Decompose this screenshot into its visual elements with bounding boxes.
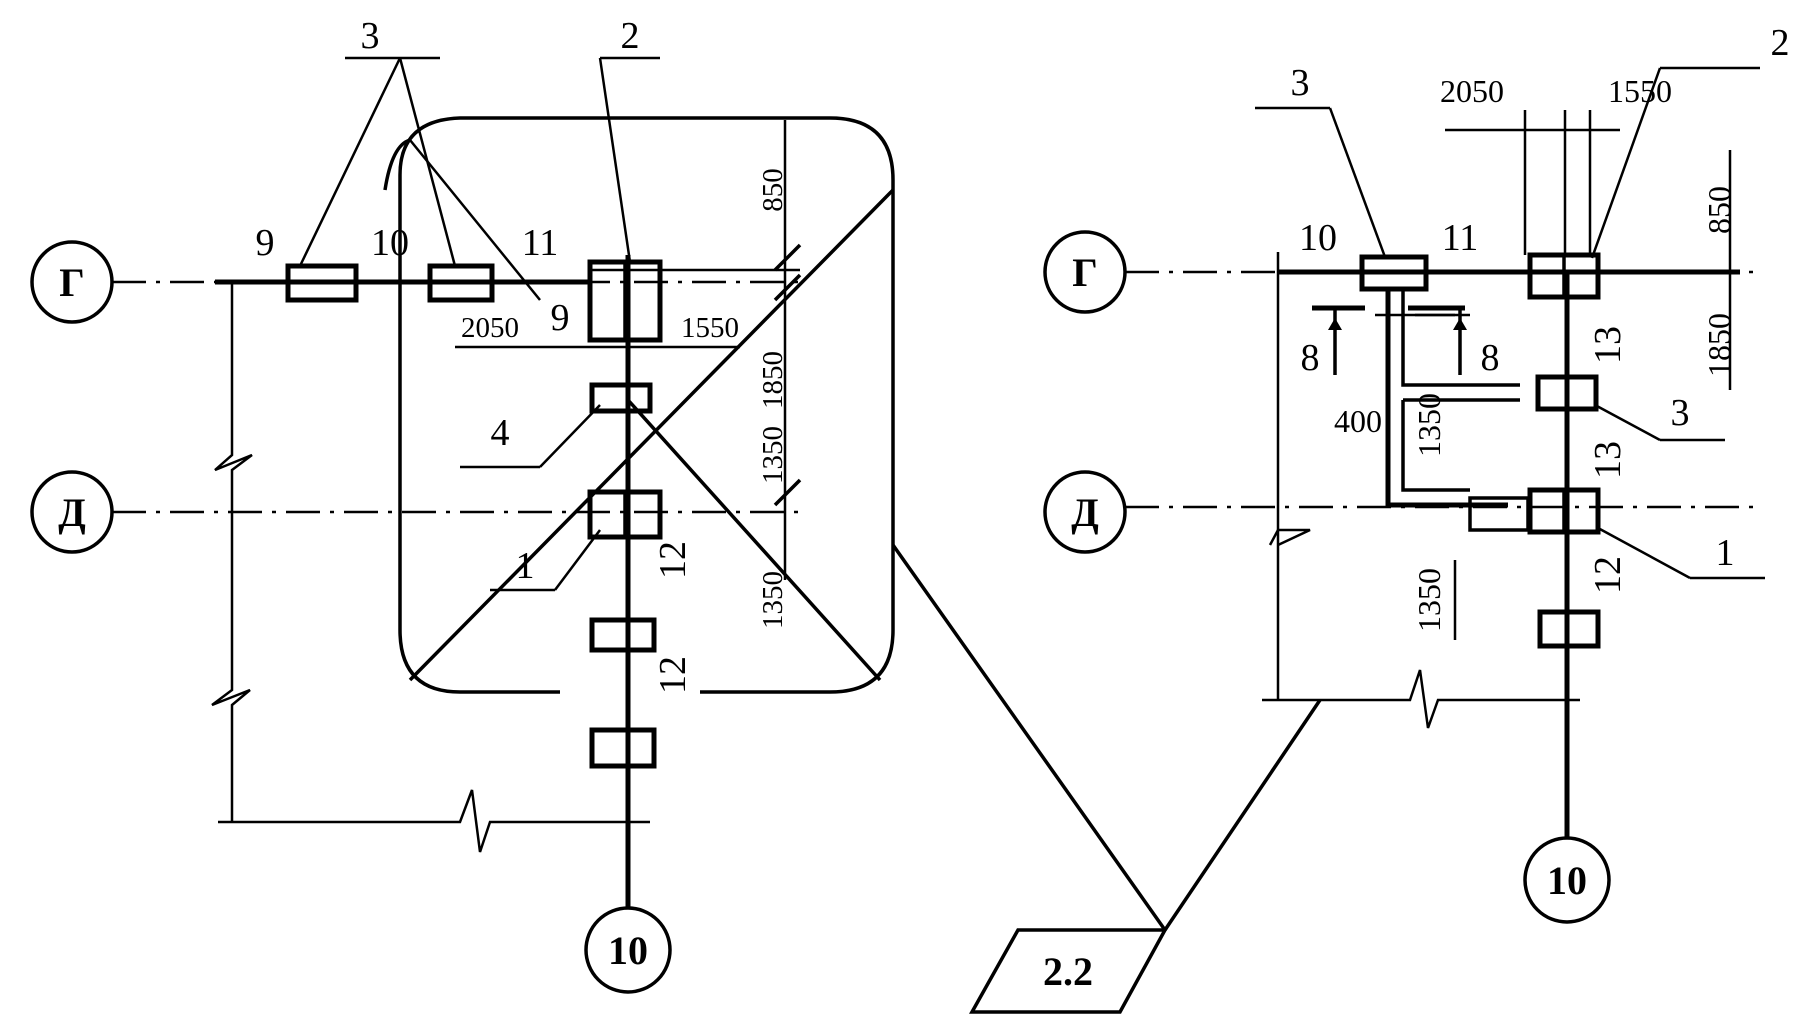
callout-leader-right <box>1163 699 1322 931</box>
right-dim-850: 850 <box>1701 186 1737 234</box>
left-axis-10-label: 10 <box>608 928 648 973</box>
right-label-1: 1 <box>1716 532 1735 574</box>
right-axis-d-label: Д <box>1071 490 1099 535</box>
right-beam-loop-upper <box>1401 290 1520 387</box>
left-axis-g-bubble: Г <box>30 240 114 324</box>
right-label-12: 12 <box>1587 556 1629 594</box>
callout-2-2: 2.2 <box>891 543 1322 1014</box>
right-leader-3a <box>1328 107 1387 258</box>
left-dim-1850: 1850 <box>757 351 789 409</box>
left-joint-12b <box>589 727 657 769</box>
right-dim-1350a: 1350 <box>1411 393 1447 457</box>
right-axis-10-bubble: 10 <box>1523 836 1611 924</box>
right-joint-3a <box>1359 254 1429 292</box>
left-leader-9 <box>409 139 541 301</box>
left-label-4: 4 <box>491 412 510 454</box>
right-leader-3b <box>1594 403 1661 442</box>
left-break-line-horizontal <box>218 789 650 853</box>
left-joint-9 <box>285 263 359 303</box>
left-dim-1350a: 1350 <box>757 426 789 484</box>
right-label-10: 10 <box>1299 217 1337 259</box>
left-label-1: 1 <box>516 545 535 587</box>
right-label-3a: 3 <box>1291 62 1310 104</box>
right-dim-1550: 1550 <box>1608 73 1672 109</box>
left-joint-4 <box>589 382 653 414</box>
right-break-line-horizontal <box>1262 669 1580 729</box>
left-joint-12a <box>589 617 657 653</box>
right-dim-400: 400 <box>1334 403 1382 439</box>
left-diagonal-1 <box>408 188 895 682</box>
left-dim-1550: 1550 <box>681 312 739 344</box>
right-joint-12 <box>1537 609 1601 649</box>
right-axis-d-bubble: Д <box>1043 470 1127 554</box>
left-axis-d-label: Д <box>58 490 86 535</box>
left-axis-10-bubble: 10 <box>584 906 672 994</box>
left-dim-2050: 2050 <box>461 312 519 344</box>
left-diagonal-2 <box>626 398 882 682</box>
right-dim-1850: 1850 <box>1701 313 1737 377</box>
right-axis-10-label: 10 <box>1547 858 1587 903</box>
callout-tag <box>969 928 1168 1014</box>
right-label-13a: 13 <box>1587 326 1629 364</box>
left-zone-corner <box>383 138 411 191</box>
right-fragment: Г Д 10 <box>1043 22 1790 924</box>
left-label-9a: 9 <box>256 222 275 264</box>
right-beam-loop-lower <box>1401 400 1470 492</box>
left-axis-d-bubble: Д <box>30 470 114 554</box>
left-leader-2 <box>598 57 632 263</box>
right-label-3b: 3 <box>1671 392 1690 434</box>
right-dim-2050: 2050 <box>1440 73 1504 109</box>
right-beam-loop-outer <box>1385 290 1508 508</box>
left-leader-4 <box>539 404 601 468</box>
right-leader-1 <box>1597 526 1691 580</box>
right-dim-1350b: 1350 <box>1411 568 1447 632</box>
right-label-11: 11 <box>1442 217 1479 259</box>
callout-label: 2.2 <box>1043 949 1093 994</box>
left-leader-3a <box>298 57 402 267</box>
left-label-12a: 12 <box>652 541 694 579</box>
left-break-line-vertical <box>211 282 253 822</box>
left-label-9b: 9 <box>551 297 570 339</box>
right-joint-d <box>1468 496 1530 532</box>
left-axis-g-label: Г <box>59 260 84 305</box>
left-dim-850: 850 <box>757 168 789 212</box>
left-label-11: 11 <box>522 222 559 264</box>
callout-leader-left <box>891 543 1167 932</box>
left-label-3: 3 <box>361 15 380 57</box>
left-label-2: 2 <box>621 15 640 57</box>
left-dim-1350b: 1350 <box>757 571 789 629</box>
right-label-8a: 8 <box>1301 337 1320 379</box>
left-label-12b: 12 <box>652 656 694 694</box>
left-fragment: Г Д 10 <box>30 15 895 994</box>
left-joint-10 <box>427 263 495 303</box>
left-leader-1 <box>554 529 601 591</box>
left-label-10: 10 <box>371 222 409 264</box>
right-label-2: 2 <box>1771 22 1790 64</box>
right-label-13b: 13 <box>1587 441 1629 479</box>
right-joint-3b <box>1535 374 1599 412</box>
right-label-8b: 8 <box>1481 337 1500 379</box>
right-axis-g-bubble: Г <box>1043 230 1127 314</box>
right-leader-2 <box>1590 67 1662 259</box>
left-zone-outline-right <box>398 116 895 694</box>
right-axis-g-label: Г <box>1072 250 1097 295</box>
